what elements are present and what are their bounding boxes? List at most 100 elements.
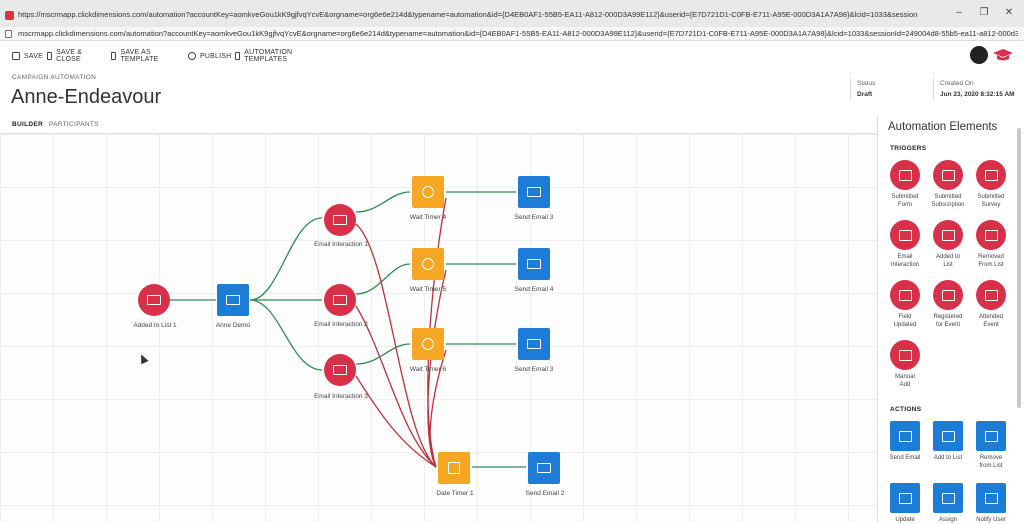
send-email-node[interactable] bbox=[217, 284, 249, 316]
wait-timer-node[interactable] bbox=[412, 176, 444, 208]
action-update[interactable]: Update bbox=[884, 483, 926, 524]
action-assign[interactable]: Assign bbox=[927, 483, 969, 524]
list-add-icon bbox=[933, 421, 963, 451]
email-interaction-node[interactable] bbox=[324, 204, 356, 236]
graduation-cap-icon[interactable] bbox=[993, 48, 1013, 62]
trigger-added-to-list[interactable]: Added to List bbox=[927, 220, 969, 269]
action-add-to-list[interactable]: Add to List bbox=[927, 421, 969, 462]
node-label: Email Interaction 1 bbox=[314, 241, 368, 248]
created-on-label: Created On bbox=[940, 80, 974, 87]
browser-title-bar: https://mscrmapp.clickdimensions.com/aut… bbox=[0, 0, 1024, 30]
address-bar[interactable]: mscrmapp.clickdimensions.com/automation?… bbox=[0, 27, 1024, 41]
trigger-label: Submitted bbox=[977, 194, 1005, 200]
list-remove-icon bbox=[976, 421, 1006, 451]
actions-heading: ACTIONS bbox=[890, 406, 922, 413]
trigger-label: Manual bbox=[895, 374, 915, 380]
panel-scrollbar[interactable] bbox=[1017, 128, 1021, 408]
envelope-icon bbox=[890, 220, 920, 250]
subscription-icon bbox=[933, 160, 963, 190]
node-label: Send Email 3 bbox=[514, 366, 554, 373]
node-label: Send Email 3 bbox=[514, 214, 554, 221]
envelope-icon bbox=[333, 215, 347, 225]
calendar-icon bbox=[976, 280, 1006, 310]
email-interaction-node[interactable] bbox=[324, 354, 356, 386]
close-icon[interactable]: ✕ bbox=[1004, 7, 1014, 18]
send-email-node[interactable] bbox=[518, 248, 550, 280]
trigger-label: Interaction bbox=[890, 262, 920, 268]
minimize-icon[interactable]: – bbox=[956, 7, 962, 18]
node-label: Send Email 2 bbox=[525, 490, 565, 497]
automation-templates-button[interactable]: AUTOMATION TEMPLATES bbox=[235, 48, 295, 64]
save-as-template-button[interactable]: SAVE AS TEMPLATE bbox=[111, 48, 161, 64]
connector-line bbox=[355, 223, 437, 468]
restore-icon[interactable]: ❐ bbox=[979, 7, 989, 18]
window-title: https://mscrmapp.clickdimensions.com/aut… bbox=[18, 10, 918, 19]
send-email-node[interactable] bbox=[518, 176, 550, 208]
tab-builder[interactable]: BUILDER bbox=[12, 121, 43, 128]
trigger-label: Event bbox=[983, 322, 999, 328]
page-title: Anne-Endeavour bbox=[11, 86, 162, 108]
action-send-email[interactable]: Send Email bbox=[884, 421, 926, 462]
trigger-label: List bbox=[943, 262, 953, 268]
node-label: Wait Timer 4 bbox=[409, 214, 447, 221]
wait-timer-node[interactable] bbox=[412, 248, 444, 280]
connector-line bbox=[249, 217, 323, 301]
email-interaction-node[interactable] bbox=[324, 284, 356, 316]
node-label: Email Interaction 3 bbox=[314, 393, 368, 400]
trigger-label: for Event bbox=[935, 322, 960, 328]
calendar-icon bbox=[448, 462, 460, 474]
trigger-label: Survey bbox=[981, 202, 1001, 208]
action-label: Assign bbox=[938, 517, 957, 523]
site-favicon-icon bbox=[5, 11, 14, 20]
lock-icon bbox=[5, 30, 12, 38]
divider bbox=[933, 78, 934, 100]
send-email-node[interactable] bbox=[528, 452, 560, 484]
save-icon bbox=[12, 52, 20, 60]
created-on-value: Jun 23, 2020 8:32:15 AM bbox=[940, 91, 1015, 98]
envelope-icon bbox=[890, 421, 920, 451]
connector-line bbox=[249, 299, 323, 371]
user-avatar[interactable] bbox=[970, 46, 988, 64]
date-timer-node[interactable] bbox=[438, 452, 470, 484]
clock-icon bbox=[422, 186, 434, 198]
trigger-label: Added to bbox=[935, 254, 961, 260]
trigger-label: Email bbox=[897, 254, 913, 260]
action-label: Add to List bbox=[933, 455, 963, 461]
triggers-heading: TRIGGERS bbox=[890, 145, 927, 152]
trigger-label: Submitted bbox=[891, 194, 919, 200]
save-button[interactable]: SAVE bbox=[12, 48, 43, 64]
envelope-icon bbox=[333, 295, 347, 305]
action-notify-user[interactable]: Notify User bbox=[970, 483, 1012, 524]
node-label: Wait Timer 6 bbox=[409, 366, 447, 373]
publish-button[interactable]: PUBLISH bbox=[188, 48, 231, 64]
connector-line bbox=[355, 375, 437, 468]
trigger-label: Updated bbox=[893, 322, 917, 328]
send-email-node[interactable] bbox=[518, 328, 550, 360]
save-close-button[interactable]: SAVE & CLOSE bbox=[47, 48, 84, 64]
templates-library-icon bbox=[235, 52, 241, 60]
field-edit-icon bbox=[890, 280, 920, 310]
calendar-check-icon bbox=[933, 280, 963, 310]
panel-title: Automation Elements bbox=[888, 121, 998, 133]
tab-participants[interactable]: PARTICIPANTS bbox=[49, 121, 99, 128]
save-label: SAVE bbox=[24, 52, 43, 60]
list-add-icon bbox=[933, 220, 963, 250]
added-to-list-node[interactable] bbox=[138, 284, 170, 316]
action-label: from List bbox=[979, 463, 1003, 469]
status-value: Draft bbox=[857, 91, 873, 98]
trigger-label: From List bbox=[978, 262, 1004, 268]
url-text[interactable]: mscrmapp.clickdimensions.com/automation?… bbox=[18, 29, 1018, 38]
automation-canvas[interactable]: Added to List 1 Anne Demo Email Interact… bbox=[0, 133, 877, 522]
form-icon bbox=[890, 160, 920, 190]
wait-timer-node[interactable] bbox=[412, 328, 444, 360]
